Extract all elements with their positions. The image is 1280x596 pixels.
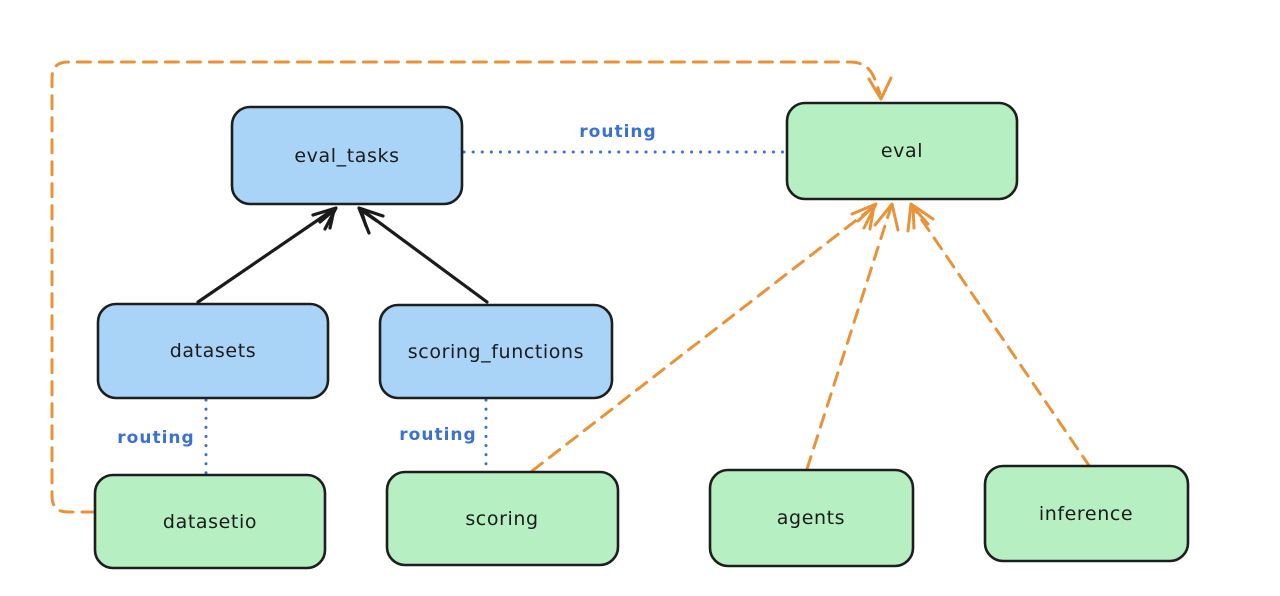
arrowhead-icon xyxy=(311,206,338,231)
node-inference-box xyxy=(983,464,1190,563)
node-datasets-label: datasets xyxy=(170,340,257,362)
arrowhead-icon xyxy=(850,202,878,230)
node-eval-label: eval xyxy=(881,140,923,162)
arrowhead-icon xyxy=(359,208,379,228)
node-agents-box xyxy=(708,468,915,568)
node-datasets: datasets xyxy=(96,302,330,400)
node-eval-tasks: eval_tasks xyxy=(230,105,464,206)
node-agents: agents xyxy=(708,468,915,568)
edge-scoring-functions-eval-tasks-arrow xyxy=(357,206,489,304)
node-scoring: scoring xyxy=(385,470,620,567)
node-datasets-box xyxy=(96,302,330,400)
edge-datasetio-eval-path xyxy=(50,60,882,514)
node-scoring-functions: scoring_functions xyxy=(378,303,614,400)
node-scoring-functions-box xyxy=(378,303,614,400)
node-inference-label: inference xyxy=(1039,503,1133,525)
edge-scoring-functions-scoring-routing: routing xyxy=(399,398,488,471)
arrowhead-icon xyxy=(906,202,935,233)
edge-scoring-eval-arrow xyxy=(530,202,878,473)
node-agents-label: agents xyxy=(777,507,845,529)
edge-datasetio-eval-loop-arrow xyxy=(50,60,893,514)
edge-eval-tasks-eval-routing: routing xyxy=(462,122,787,154)
arrowhead-icon xyxy=(873,202,900,232)
node-eval-box xyxy=(785,101,1019,201)
arrowhead-icon xyxy=(318,208,336,230)
edge-eval-tasks-eval-label: routing xyxy=(579,122,656,142)
arrowhead-icon xyxy=(911,205,930,230)
node-scoring-label: scoring xyxy=(465,508,538,530)
node-datasetio-label: datasetio xyxy=(163,511,257,533)
node-datasetio-box xyxy=(93,473,327,570)
node-inference: inference xyxy=(983,464,1190,563)
edge-datasets-eval-tasks-line xyxy=(196,207,336,304)
node-eval-tasks-box xyxy=(230,105,464,206)
edge-scoring-functions-scoring-label: routing xyxy=(399,425,476,445)
arrowhead-icon xyxy=(867,76,893,101)
edge-agents-eval-arrow xyxy=(805,202,900,471)
node-datasetio: datasetio xyxy=(93,473,327,570)
edge-agents-eval-line xyxy=(805,205,893,471)
node-eval-tasks-label: eval_tasks xyxy=(294,145,399,167)
node-scoring-box xyxy=(385,470,620,567)
edge-datasets-datasetio-label: routing xyxy=(117,428,194,448)
node-eval: eval xyxy=(785,101,1019,201)
edge-scoring-functions-eval-tasks-line xyxy=(359,207,489,304)
arrowhead-icon xyxy=(856,204,876,231)
edge-inference-eval-arrow xyxy=(906,202,1092,469)
edge-scoring-eval-line xyxy=(530,206,874,473)
edge-inference-eval-line xyxy=(911,205,1092,469)
edge-datasets-eval-tasks-arrow xyxy=(196,206,338,304)
edge-datasets-datasetio-routing: routing xyxy=(117,398,208,475)
node-scoring-functions-label: scoring_functions xyxy=(408,341,584,363)
